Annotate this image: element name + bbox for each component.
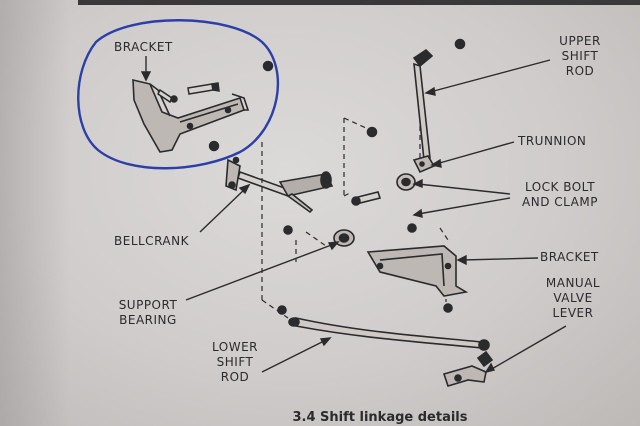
highlight-circle — [77, 19, 280, 170]
figure-caption: 3.4 Shift linkage details — [292, 410, 468, 425]
bellcrank-part — [225, 156, 334, 214]
label-bracket-top: BRACKET — [114, 40, 173, 54]
label-lower-shift-rod: LOWER SHIFT ROD — [212, 340, 258, 384]
label-trunnion: TRUNNION — [518, 134, 587, 148]
support-bearing-part — [283, 225, 355, 247]
label-bellcrank: BELLCRANK — [114, 234, 189, 248]
label-manual-valve-lever: MANUAL VALVE LEVER — [545, 276, 601, 320]
manual-valve-lever-part — [442, 350, 494, 387]
upper-shift-rod-part — [412, 38, 466, 162]
lock-bolt-clamp-part — [351, 126, 416, 206]
bracket-top-part — [132, 78, 250, 153]
dashed-alignment-lines — [261, 108, 449, 319]
bracket-right-part — [366, 223, 469, 313]
bracket-bolts — [157, 60, 274, 152]
leader-lines — [140, 56, 567, 374]
trunnion-part — [412, 155, 436, 174]
label-bracket-right: BRACKET — [540, 250, 599, 264]
label-support-bearing: SUPPORT BEARING — [118, 298, 178, 327]
label-upper-shift-rod: UPPER SHIFT ROD — [559, 34, 601, 78]
label-lock-bolt-clamp: LOCK BOLT AND CLAMP — [522, 180, 598, 209]
page-edge-shadow — [0, 0, 70, 426]
header-rule — [78, 0, 640, 5]
lower-shift-rod-part — [277, 305, 490, 351]
